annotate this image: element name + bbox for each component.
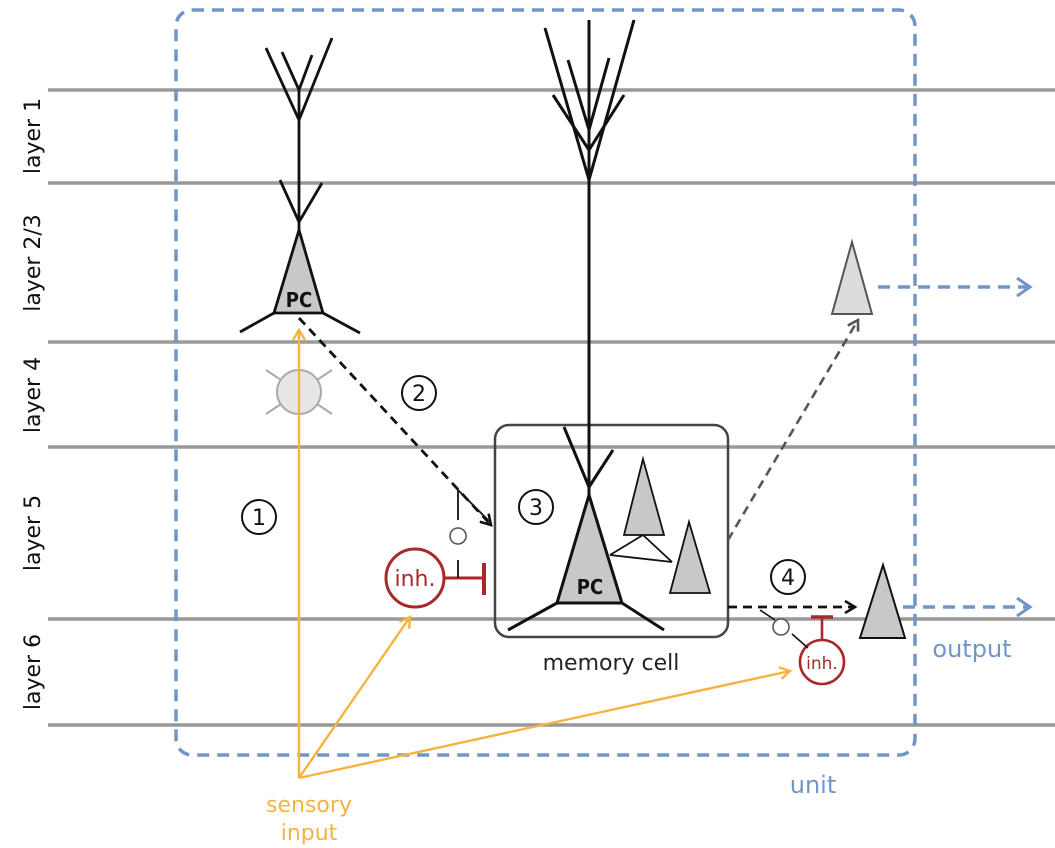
step-number-1: 1 bbox=[252, 506, 266, 531]
layer-label-6: layer 6 bbox=[21, 634, 46, 710]
pc-upper-label: PC bbox=[286, 288, 312, 312]
layer-label-1: layer 1 bbox=[21, 98, 46, 174]
recurrent-neurons bbox=[609, 455, 712, 594]
layer-lines bbox=[48, 88, 1055, 727]
pyramidal-cell-upper bbox=[239, 37, 361, 335]
output-neuron-upper bbox=[830, 238, 874, 315]
inhibitory-neuron-small bbox=[759, 609, 846, 686]
pc-memory-label: PC bbox=[577, 575, 603, 599]
layer-label-5: layer 5 bbox=[21, 495, 46, 571]
step-marker-3: 3 bbox=[518, 489, 554, 525]
unit-label: unit bbox=[790, 771, 837, 799]
step-marker-4: 4 bbox=[770, 559, 806, 595]
inh-large-label: inh. bbox=[395, 567, 436, 592]
inh-small-label: inh. bbox=[806, 654, 838, 674]
memory-cell-label: memory cell bbox=[543, 651, 680, 676]
pyramidal-cell-memory bbox=[507, 19, 665, 632]
step-number-4: 4 bbox=[781, 566, 795, 591]
connection-arrow-upper-output bbox=[726, 320, 858, 541]
sensory-input-label-1: sensory bbox=[266, 793, 352, 818]
output-neuron-lower bbox=[858, 561, 907, 639]
step-number-2: 2 bbox=[412, 382, 426, 407]
output-label: output bbox=[932, 635, 1011, 663]
step-number-3: 3 bbox=[529, 496, 543, 521]
layer-label-2-3: layer 2/3 bbox=[21, 214, 46, 312]
sensory-input-label-2: input bbox=[281, 821, 338, 846]
sensory-input-arrows bbox=[299, 330, 790, 780]
step-marker-2: 2 bbox=[401, 375, 437, 411]
unit-border bbox=[174, 8, 917, 757]
connection-arrow-2 bbox=[297, 317, 491, 525]
inhibitory-neuron-large bbox=[384, 489, 489, 609]
layer-label-4: layer 4 bbox=[21, 357, 46, 433]
memory-cell-box bbox=[493, 423, 730, 639]
step-marker-1: 1 bbox=[241, 499, 277, 535]
